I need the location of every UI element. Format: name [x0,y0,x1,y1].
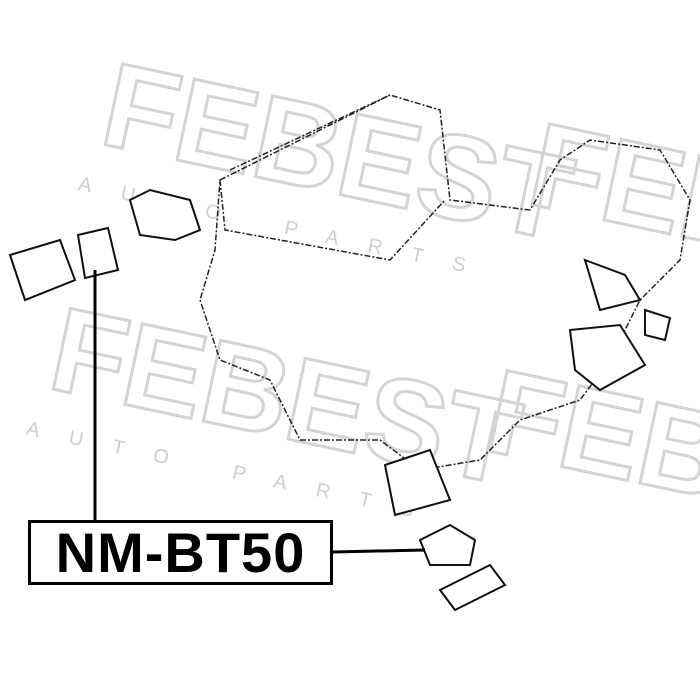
part-number-label: NM-BT50 [28,520,333,585]
rear-mount-nm-bt50 [418,523,477,566]
rear-pad [438,563,507,612]
leader-line-right [332,548,426,554]
right-mount [644,308,672,342]
left-bracket [128,188,202,242]
left-mount [76,226,120,280]
right-bracket-top [583,258,642,312]
right-bracket-bottom [568,323,647,392]
mount-parts [8,188,672,612]
left-pad [8,238,77,302]
rear-bracket [383,448,452,517]
